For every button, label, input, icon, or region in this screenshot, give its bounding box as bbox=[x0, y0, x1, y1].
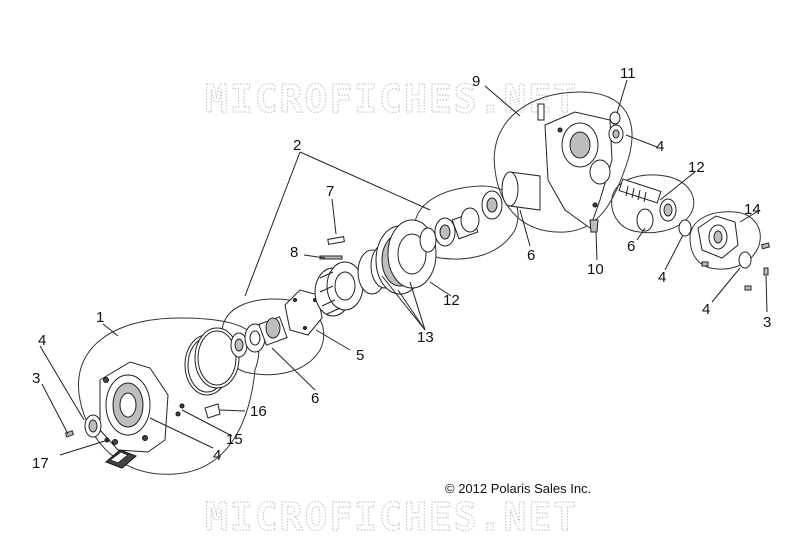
gear-set-part-12-13 bbox=[357, 219, 437, 295]
callout-9: 9 bbox=[472, 73, 480, 90]
callout-11: 11 bbox=[620, 65, 636, 82]
group-bubble-9 bbox=[493, 91, 633, 233]
callout-4-mid: 4 bbox=[658, 269, 666, 286]
watermark-bottom: MICROFICHES.NET bbox=[205, 495, 578, 539]
cover-plate-part-17 bbox=[105, 449, 137, 469]
callout-12-right: 12 bbox=[688, 159, 705, 176]
shaft-part-12 bbox=[618, 178, 677, 222]
bolt-part-3-right-c bbox=[744, 285, 752, 291]
group-bubble-14 bbox=[689, 211, 761, 270]
callout-12-mid: 12 bbox=[443, 292, 460, 309]
callout-14: 14 bbox=[744, 201, 761, 218]
callout-4-top: 4 bbox=[656, 138, 664, 155]
seal-part-4-right bbox=[738, 251, 752, 269]
vent-part-11 bbox=[609, 111, 621, 125]
housing-part-1 bbox=[99, 361, 169, 453]
plug-part-10 bbox=[589, 219, 599, 233]
bearing-set-part-6-mid bbox=[419, 190, 503, 253]
callout-6-left: 6 bbox=[311, 390, 319, 407]
callout-4-bottom: 4 bbox=[213, 447, 221, 464]
copyright-notice: © 2012 Polaris Sales Inc. bbox=[445, 481, 591, 496]
callout-16: 16 bbox=[250, 403, 267, 420]
group-bubble-1 bbox=[78, 317, 260, 475]
callout-17: 17 bbox=[32, 455, 49, 472]
roller-cage-part-8 bbox=[314, 261, 364, 317]
bearing-part-6-right bbox=[636, 208, 654, 232]
clip-part-16 bbox=[204, 403, 221, 419]
watermark-top: MICROFICHES.NET bbox=[205, 77, 578, 121]
callout-7: 7 bbox=[326, 183, 334, 200]
callout-3-right: 3 bbox=[763, 314, 771, 331]
callout-6-mid: 6 bbox=[527, 247, 535, 264]
bolt-part-3-right-b bbox=[763, 267, 769, 276]
callout-15: 15 bbox=[226, 431, 243, 448]
callout-4-left: 4 bbox=[38, 332, 46, 349]
housing-part-9 bbox=[537, 103, 613, 229]
cover-part-14 bbox=[697, 215, 739, 259]
callout-4-right: 4 bbox=[702, 301, 710, 318]
callout-3-left: 3 bbox=[32, 370, 40, 387]
callout-8: 8 bbox=[290, 244, 298, 261]
callout-10: 10 bbox=[587, 261, 604, 278]
callout-13: 13 bbox=[417, 329, 434, 346]
bolt-part-3-right-a bbox=[760, 242, 770, 250]
group-bubble-12 bbox=[611, 174, 695, 234]
pin-part-7 bbox=[327, 236, 345, 245]
callout-2: 2 bbox=[293, 137, 301, 154]
seal-part-4-mid bbox=[678, 219, 692, 237]
callout-5: 5 bbox=[356, 347, 364, 364]
pin-part-15a bbox=[179, 403, 185, 409]
callout-6-right: 6 bbox=[627, 238, 635, 255]
pin-part-15b bbox=[175, 411, 181, 417]
bolt-part-3-left bbox=[64, 430, 75, 438]
leader-lines bbox=[39, 79, 768, 456]
callout-1: 1 bbox=[96, 309, 104, 326]
bearing-set-part-6-left bbox=[230, 316, 288, 358]
bolt-part-3-right-d bbox=[701, 261, 709, 267]
